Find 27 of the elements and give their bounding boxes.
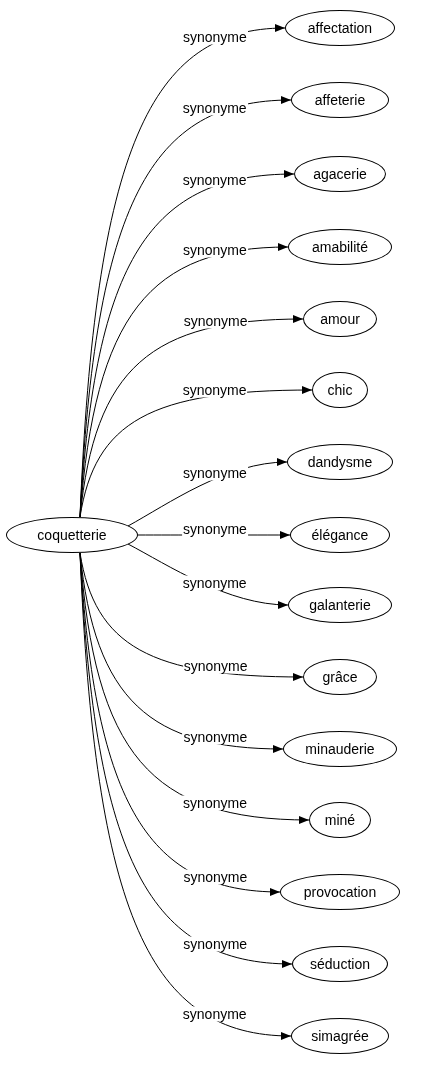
- node-label: grâce: [322, 669, 358, 685]
- node-label: séduction: [310, 956, 370, 972]
- ellipse-node: [312, 372, 368, 408]
- edge-label: synonyme: [181, 575, 248, 591]
- node-label: provocation: [303, 884, 377, 900]
- node-label: agacerie: [313, 166, 367, 182]
- ellipse-node: [6, 517, 138, 553]
- edge-label: synonyme: [182, 936, 249, 952]
- edge-label: synonyme: [182, 795, 248, 811]
- edge-label: synonyme: [181, 100, 248, 116]
- node-label: chic: [327, 382, 353, 398]
- edge-label: synonyme: [181, 29, 248, 45]
- node-label: dandysme: [307, 454, 373, 470]
- node-label: amabilité: [312, 239, 368, 255]
- arrow: [79, 552, 292, 1040]
- node-label: minauderie: [305, 741, 375, 757]
- node-label: amour: [320, 311, 360, 327]
- edge-label: synonyme: [182, 465, 248, 481]
- node-label: galanterie: [309, 597, 371, 613]
- node-label: affectation: [307, 20, 373, 36]
- node-label: miné: [324, 812, 356, 828]
- ellipse-node: [309, 802, 371, 838]
- node-label: simagrée: [311, 1028, 369, 1044]
- edge-label: synonyme: [182, 869, 249, 885]
- node-label: affeterie: [314, 92, 366, 108]
- node-label: coquetterie: [37, 527, 107, 543]
- node-label: élégance: [311, 527, 369, 543]
